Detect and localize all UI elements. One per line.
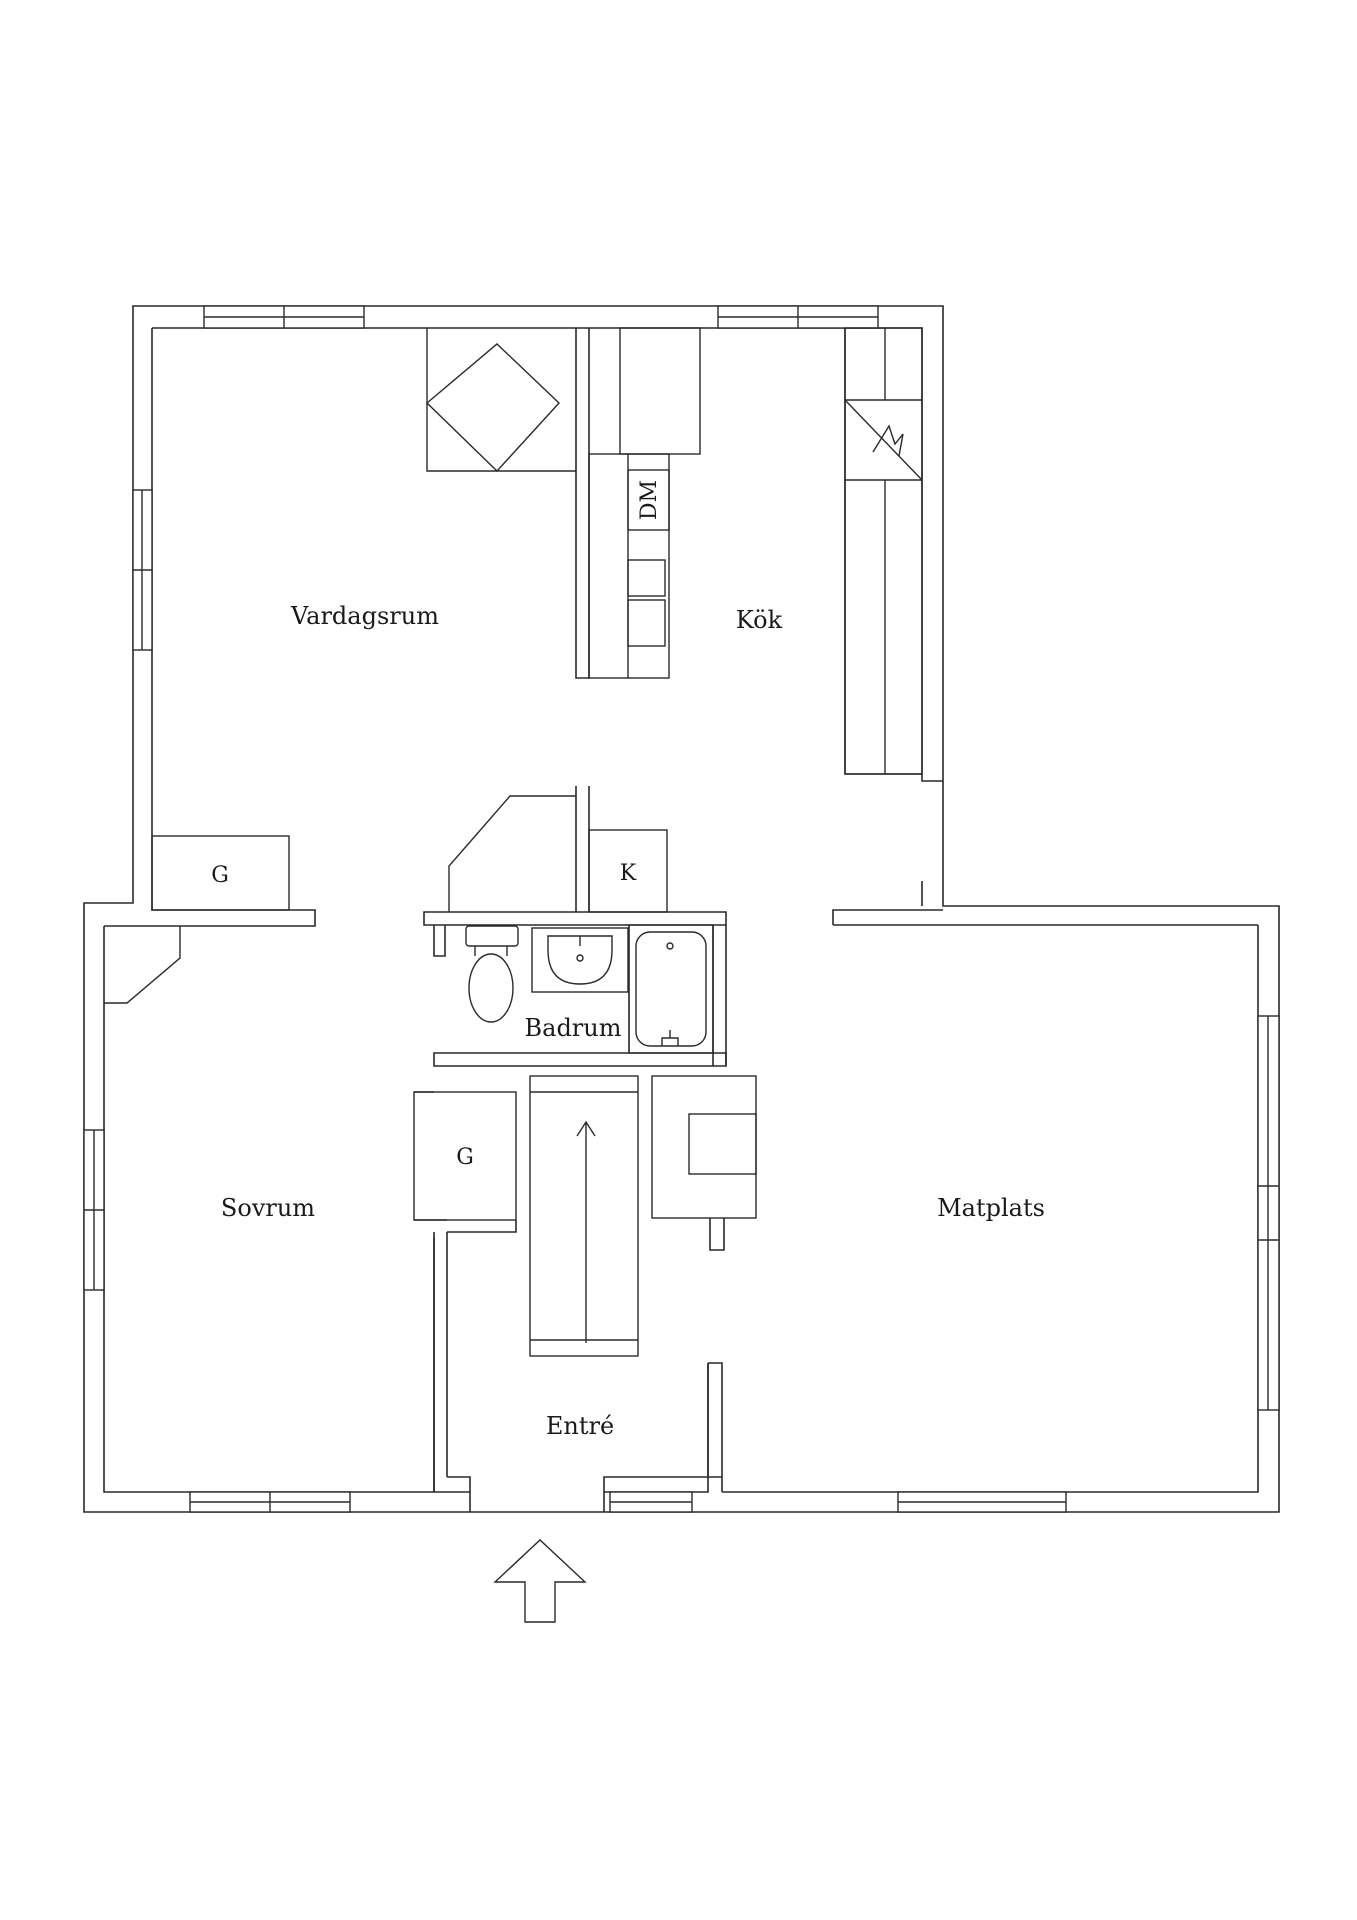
staircase [529,1075,639,1357]
label-closet-kitchen: K [620,861,637,886]
label-wardrobe-living: G [211,863,229,888]
kitchen-furniture [588,327,923,913]
room-label-bathroom: Badrum [525,1014,622,1042]
toilet-icon [465,925,519,1023]
bath-fixtures [465,924,714,1054]
closet-kitchen [588,829,668,913]
stove-icon [844,399,923,481]
kitchen-upper-cabinet [619,327,701,455]
room-label-living: Vardagsrum [290,602,439,630]
washbasin-icon [531,927,629,993]
fireplace [426,328,576,472]
entrance-hall-fixtures [413,1075,757,1357]
kitchen-right-units [844,327,923,775]
room-label-dining: Matplats [937,1194,1045,1222]
kitchen-counter [588,453,670,679]
hall-cabinet [651,1075,757,1219]
labels: Vardagsrum Kök Badrum Sovrum Matplats En… [211,480,1045,1440]
windows [83,305,1280,1513]
room-label-kitchen: Kök [736,606,783,634]
bathtub-icon [628,924,714,1054]
room-label-entrance: Entré [546,1412,614,1440]
living-furniture [151,328,576,911]
entry-arrow-icon [493,1539,587,1623]
wardrobe-hall [413,1091,517,1221]
exterior-walls [83,305,1280,1513]
label-wardrobe-hall: G [456,1145,474,1170]
hall-diagonals [104,795,576,1004]
wardrobe-living [151,835,290,911]
room-label-bedroom: Sovrum [221,1194,315,1222]
label-dishwasher: DM [637,480,662,520]
